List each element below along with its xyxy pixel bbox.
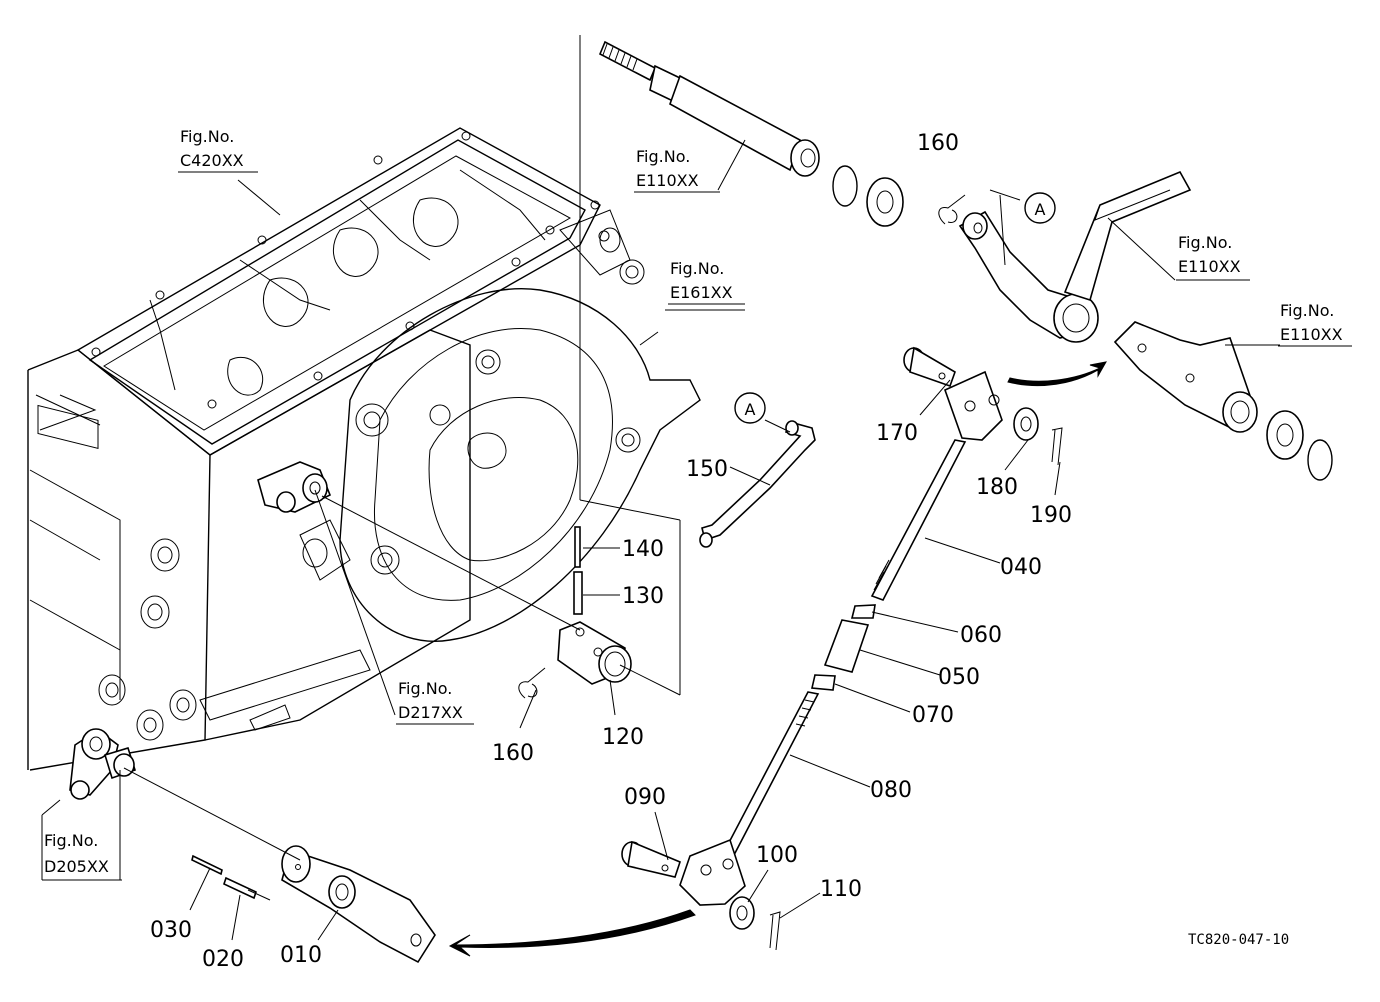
fig-ref-c420-code: C420XX [180, 151, 244, 170]
part-160-lower-pin [518, 667, 546, 699]
part-100-washer [729, 896, 755, 930]
label-010: 010 [280, 943, 322, 968]
part-170-clevis-pin [903, 346, 956, 388]
part-150-rod [699, 420, 816, 548]
snap-ring-upper [832, 165, 858, 207]
washer-upper [866, 177, 904, 227]
lift-arm-shaft-d217 [257, 461, 332, 513]
label-120: 120 [602, 725, 644, 750]
part-030-pin [191, 854, 223, 876]
callout-a-lower: A [734, 392, 766, 424]
leader-lines [41, 35, 1280, 941]
fig-ref-e110-arm: Fig.No. E110XX [1176, 233, 1250, 281]
fig-ref-e110-shaft-prefix: Fig.No. [636, 147, 690, 166]
coupler-e110-right [1113, 321, 1258, 433]
fig-ref-e110-arm-code: E110XX [1178, 257, 1241, 276]
lift-arm-e110 [958, 170, 1192, 343]
fig-ref-e110-shaft-code: E110XX [636, 171, 699, 190]
part-090-clevis-pin [621, 840, 681, 878]
part-160-upper-pin [938, 194, 966, 225]
fig-ref-e161-code: E161XX [670, 283, 733, 302]
part-010-lever-arm [281, 845, 436, 964]
label-080: 080 [870, 778, 912, 803]
part-180-washer [1013, 407, 1039, 441]
transmission-housing [27, 127, 610, 771]
part-040-rod-clevis [870, 370, 1003, 601]
label-050: 050 [938, 665, 980, 690]
fig-ref-d205-code: D205XX [44, 857, 109, 876]
fig-ref-c420: Fig.No. C420XX [178, 127, 258, 173]
label-150: 150 [686, 457, 728, 482]
label-110: 110 [820, 877, 862, 902]
label-090: 090 [624, 785, 666, 810]
label-160-lower: 160 [492, 741, 534, 766]
fig-ref-e110-right-code: E110XX [1280, 325, 1343, 344]
part-080-rod [679, 691, 820, 906]
fig-ref-e110-shaft: Fig.No. E110XX [634, 147, 720, 193]
label-180: 180 [976, 475, 1018, 500]
fig-ref-d217: Fig.No. D217XX [396, 679, 474, 725]
direction-arrow-lower [448, 909, 696, 957]
snap-ring-right [1307, 439, 1333, 481]
fig-ref-e110-right-prefix: Fig.No. [1280, 301, 1334, 320]
direction-arrow-upper [1007, 361, 1107, 387]
label-060: 060 [960, 623, 1002, 648]
fig-ref-e110-right: Fig.No. E110XX [1278, 301, 1352, 347]
part-140-pin [574, 526, 581, 568]
rear-housing-cover [299, 209, 701, 642]
part-060-nut [850, 604, 876, 619]
label-130: 130 [622, 584, 664, 609]
part-070-nut [811, 674, 836, 691]
fig-ref-e161-prefix: Fig.No. [670, 259, 724, 278]
label-170: 170 [876, 421, 918, 446]
part-020-pin [223, 876, 257, 900]
part-110-cotter [769, 911, 781, 951]
drawing-code: TC820-047-10 [1188, 932, 1289, 948]
fig-ref-e161: Fig.No. E161XX [668, 259, 745, 305]
lift-shaft-e110 [598, 40, 820, 177]
fig-ref-d205-prefix: Fig.No. [44, 831, 98, 850]
part-050-turnbuckle [823, 619, 870, 673]
callout-a-upper-letter: A [1035, 200, 1046, 219]
washer-right [1266, 410, 1304, 460]
callout-a-lower-letter: A [745, 400, 756, 419]
fig-ref-d205: Fig.No. D205XX [42, 831, 122, 881]
fig-ref-c420-prefix: Fig.No. [180, 127, 234, 146]
label-020: 020 [202, 947, 244, 972]
callout-a-upper: A [1024, 192, 1056, 224]
label-160-upper: 160 [917, 131, 959, 156]
fig-ref-e110-arm-prefix: Fig.No. [1178, 233, 1232, 252]
lever-d205 [69, 728, 136, 800]
fig-ref-d217-code: D217XX [398, 703, 463, 722]
label-040: 040 [1000, 555, 1042, 580]
part-120-coupling [557, 621, 632, 685]
label-030: 030 [150, 918, 192, 943]
label-190: 190 [1030, 503, 1072, 528]
label-140: 140 [622, 537, 664, 562]
label-100: 100 [756, 843, 798, 868]
label-070: 070 [912, 703, 954, 728]
part-130-roll-pin [573, 571, 583, 615]
part-190-cotter [1051, 427, 1063, 466]
fig-ref-d217-prefix: Fig.No. [398, 679, 452, 698]
